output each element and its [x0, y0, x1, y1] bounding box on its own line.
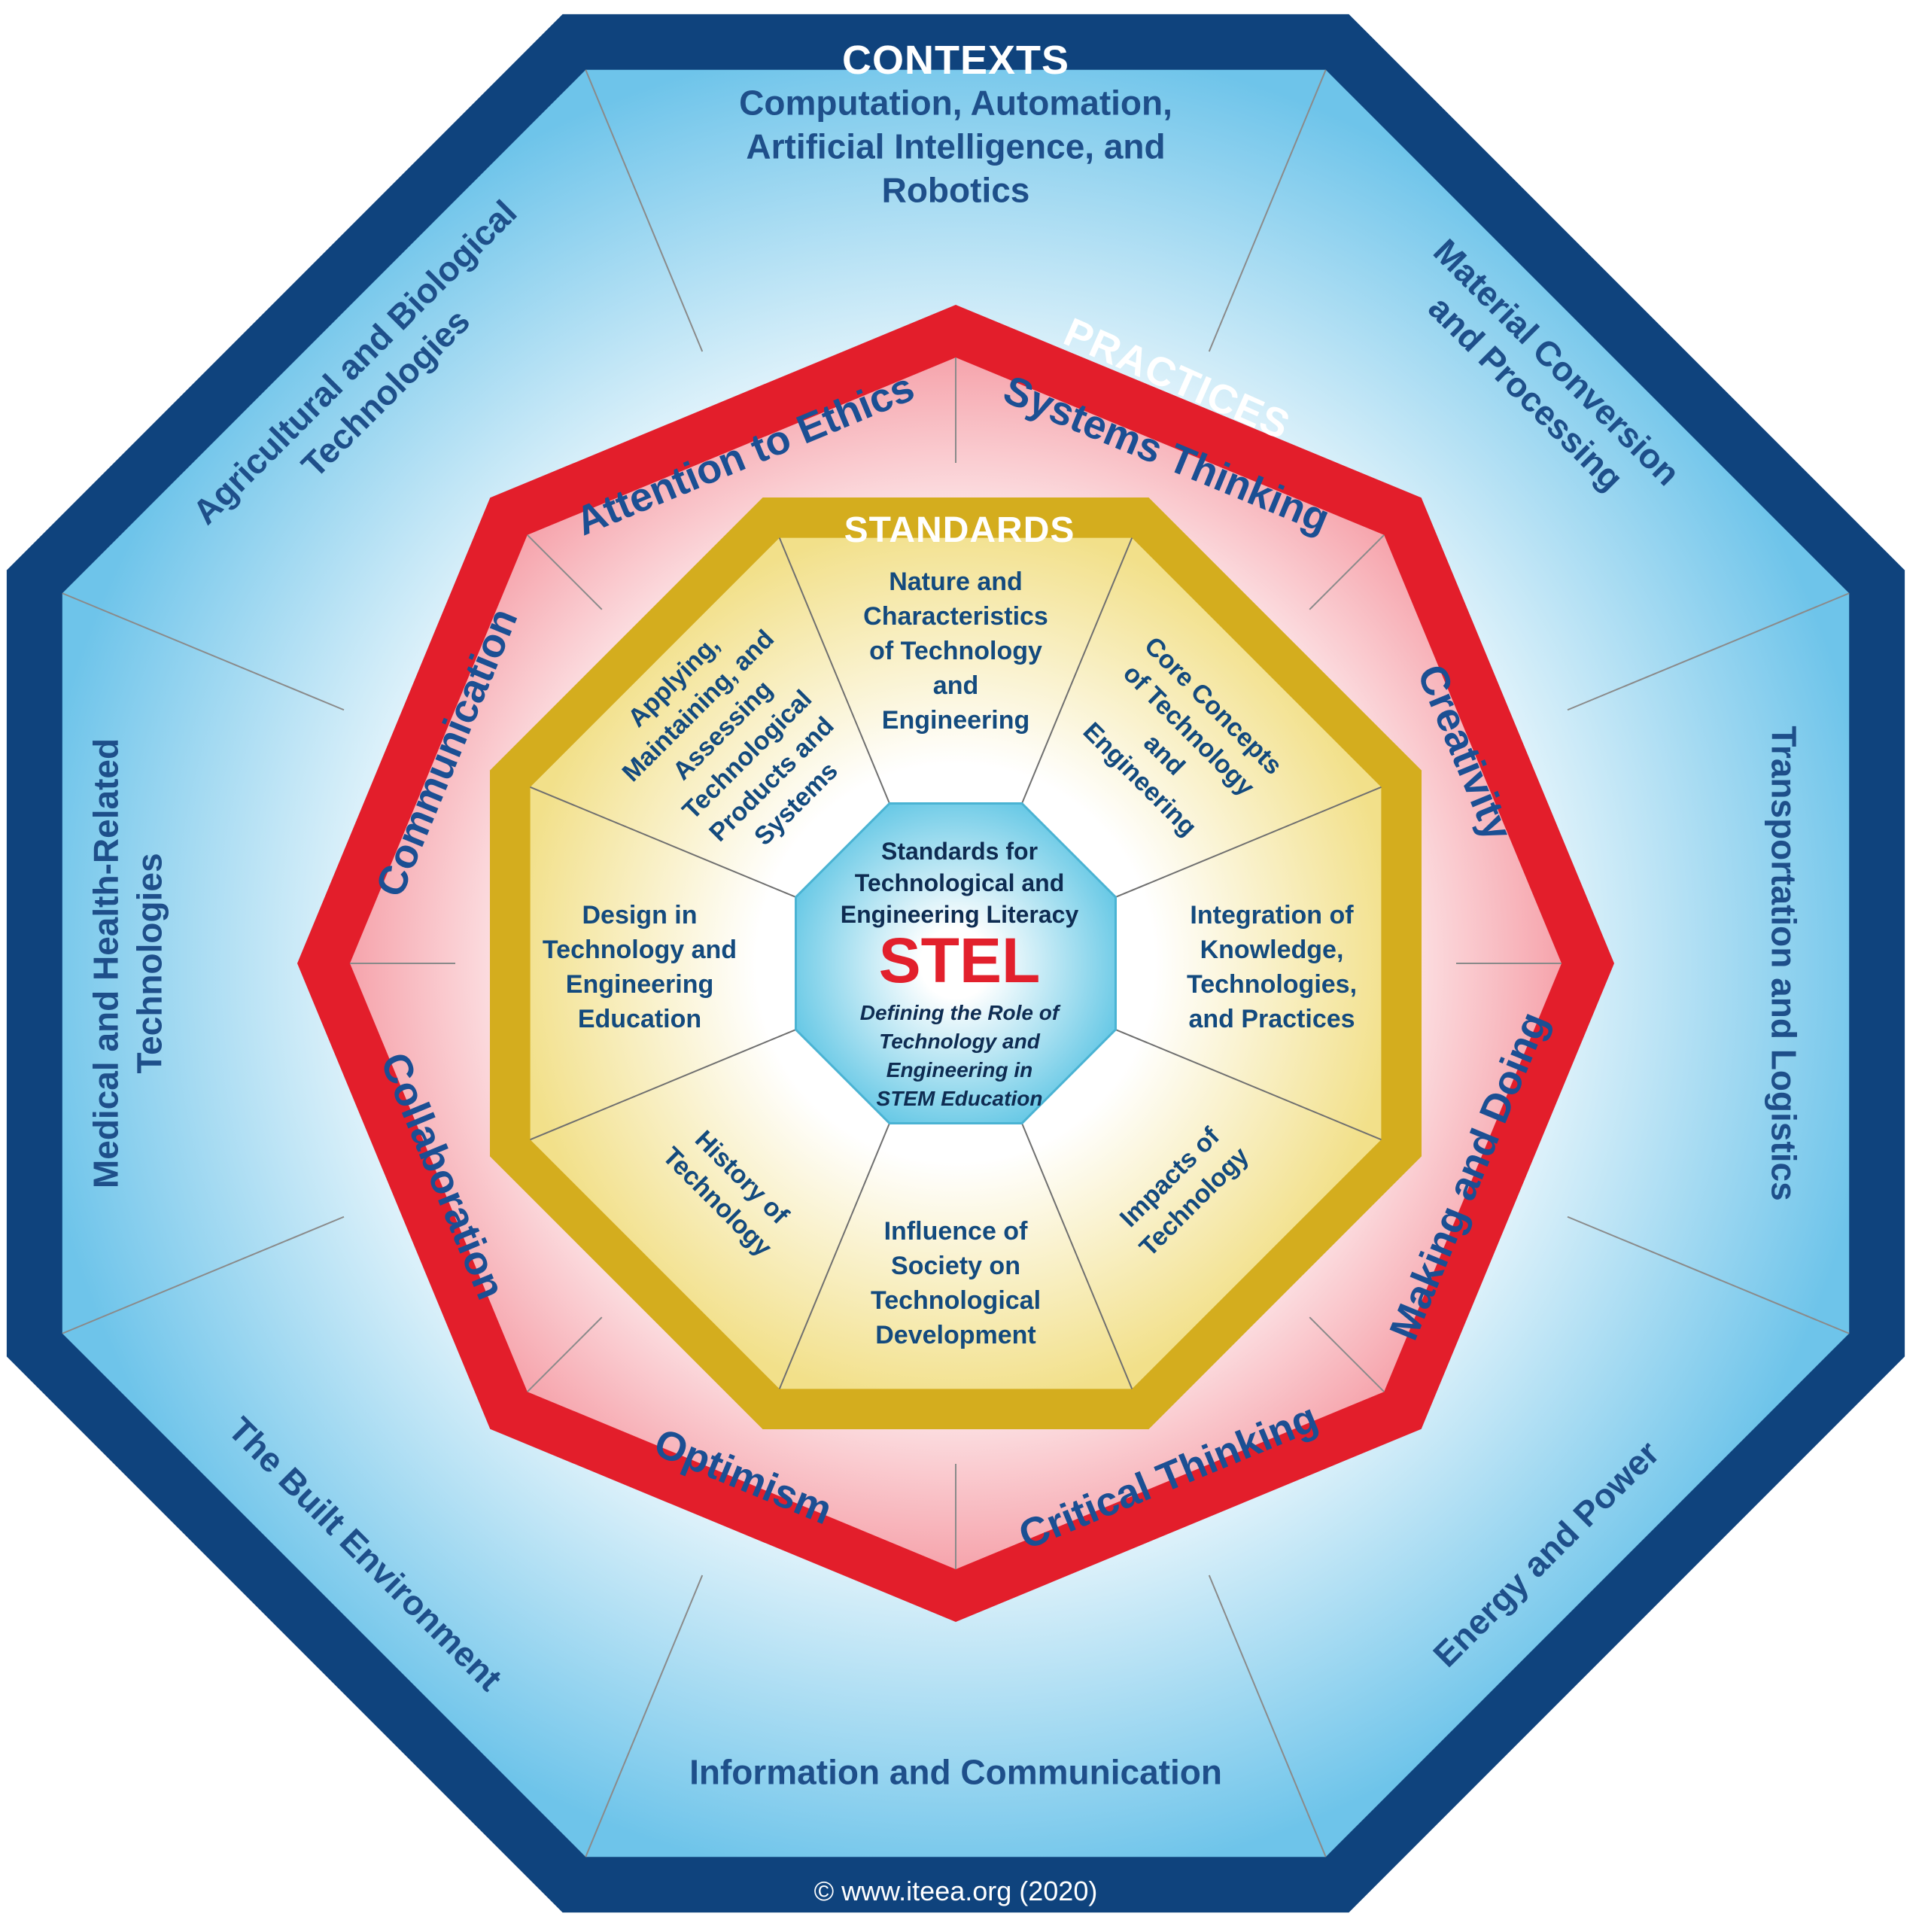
center-fill	[795, 802, 1117, 1124]
standards-divider	[1115, 1029, 1382, 1141]
contexts-divider	[585, 1575, 704, 1857]
center-octagon	[795, 802, 1117, 1124]
contexts-dividers	[62, 69, 1850, 1857]
standards-divider	[778, 537, 890, 804]
practices-divider	[1309, 1316, 1385, 1392]
practices-divider	[527, 534, 603, 610]
practices-divider	[527, 1316, 603, 1392]
contexts-divider	[585, 69, 704, 352]
center-subtitle: Defining the Role of Technology andEngine…	[860, 1001, 1061, 1110]
contexts-divider	[1567, 1215, 1850, 1334]
contexts-divider	[1567, 592, 1850, 711]
contexts-divider	[62, 592, 345, 711]
center-title-line-1: Standards for	[881, 838, 1038, 865]
contexts-divider	[1208, 1575, 1327, 1857]
center-title-line-2: Technological and	[855, 869, 1065, 896]
center-subtitle-line: Technology and	[879, 1030, 1041, 1053]
practices-divider	[1309, 534, 1385, 610]
center-subtitle-line: STEM Education	[877, 1087, 1043, 1110]
center-subtitle-line: Engineering in	[886, 1058, 1032, 1082]
contexts-label: CONTEXTS	[842, 38, 1069, 83]
standards-divider	[778, 1123, 890, 1389]
standards-dividers	[530, 537, 1382, 1389]
practices-dividers	[350, 357, 1562, 1569]
contexts-divider	[62, 1215, 345, 1334]
center-text: Standards for Technological and Engineer…	[841, 838, 1079, 1110]
stel-acronym: STEL	[879, 925, 1041, 996]
contexts-divider	[1208, 69, 1327, 352]
standards-divider	[1021, 537, 1133, 804]
standards-label: STANDARDS	[844, 510, 1075, 550]
standards-divider	[1115, 786, 1382, 898]
copyright-text: © www.iteea.org (2020)	[814, 1876, 1098, 1906]
standards-divider	[530, 786, 796, 898]
context-item-4: Information and Communication	[689, 1752, 1222, 1791]
standards-divider	[1021, 1123, 1133, 1389]
center-title-line-3: Engineering Literacy	[841, 901, 1079, 928]
context-item-2: Transportation and Logistics	[1765, 726, 1804, 1200]
center-subtitle-line: Defining the Role of	[860, 1001, 1061, 1024]
context-item-0: Computation, Automation,Artificial Intel…	[739, 83, 1172, 209]
standards-divider	[530, 1029, 796, 1141]
